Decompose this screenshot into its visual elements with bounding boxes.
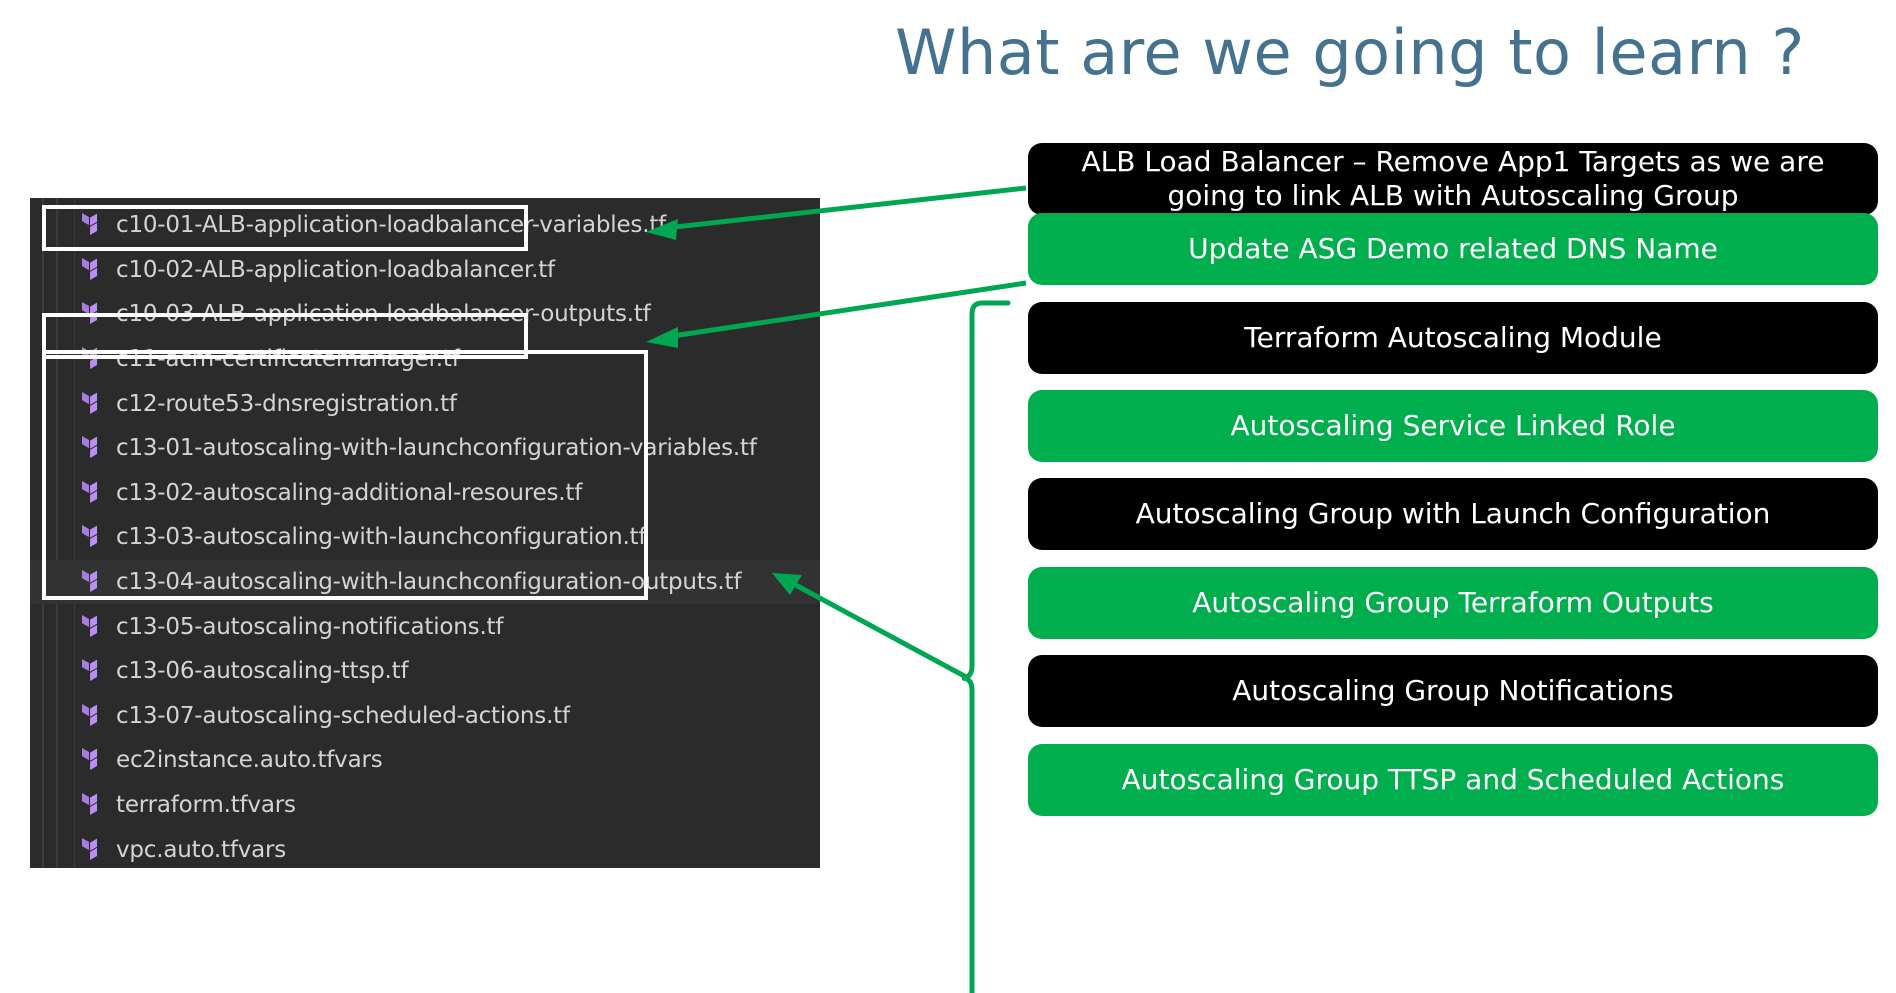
file-row[interactable]: c13-01-autoscaling-with-launchconfigurat… xyxy=(30,426,820,471)
file-row[interactable]: c13-05-autoscaling-notifications.tf xyxy=(30,604,820,649)
terraform-icon xyxy=(82,436,98,459)
terraform-icon xyxy=(82,391,98,414)
editor-gutter-scrollbar[interactable] xyxy=(56,198,58,868)
terraform-icon xyxy=(82,480,98,503)
topic-box-label: ALB Load Balancer – Remove App1 Targets … xyxy=(1081,144,1825,212)
topic-box: ALB Load Balancer – Remove App1 Targets … xyxy=(1028,143,1878,215)
terraform-icon xyxy=(82,525,98,548)
topic-box-label: Update ASG Demo related DNS Name xyxy=(1188,231,1718,265)
topic-box-label: Autoscaling Group with Launch Configurat… xyxy=(1135,496,1771,530)
terraform-icon xyxy=(82,793,98,816)
topic-box: Autoscaling Group TTSP and Scheduled Act… xyxy=(1028,744,1878,816)
terraform-icon xyxy=(82,347,98,370)
topic-box: Autoscaling Group Notifications xyxy=(1028,655,1878,727)
file-row[interactable]: ec2instance.auto.tfvars xyxy=(30,738,820,783)
file-list[interactable]: c10-01-ALB-application-loadbalancer-vari… xyxy=(30,203,820,868)
topic-box-label: Autoscaling Service Linked Role xyxy=(1230,408,1676,442)
file-name-label: terraform.tfvars xyxy=(116,792,296,819)
topic-box-label: Autoscaling Group TTSP and Scheduled Act… xyxy=(1121,762,1785,796)
file-name-label: c13-01-autoscaling-with-launchconfigurat… xyxy=(116,435,757,462)
file-name-label: c13-04-autoscaling-with-launchconfigurat… xyxy=(116,569,742,596)
file-name-label: c11-acm-certificatemanager.tf xyxy=(116,346,460,373)
topic-box-label: Terraform Autoscaling Module xyxy=(1244,320,1662,354)
file-name-label: c13-05-autoscaling-notifications.tf xyxy=(116,613,504,640)
topic-box: Autoscaling Service Linked Role xyxy=(1028,390,1878,462)
terraform-icon xyxy=(82,302,98,325)
topic-box-label: Autoscaling Group Notifications xyxy=(1232,673,1674,707)
topic-box-label: Autoscaling Group Terraform Outputs xyxy=(1192,585,1714,619)
topic-box: Update ASG Demo related DNS Name xyxy=(1028,213,1878,285)
file-row[interactable]: c13-06-autoscaling-ttsp.tf xyxy=(30,649,820,694)
file-row[interactable]: c13-04-autoscaling-with-launchconfigurat… xyxy=(30,559,820,605)
terraform-icon xyxy=(82,703,98,726)
page-title: What are we going to learn ? xyxy=(895,16,1805,89)
file-row[interactable]: c13-07-autoscaling-scheduled-actions.tf xyxy=(30,694,820,739)
topic-box: Autoscaling Group with Launch Configurat… xyxy=(1028,478,1878,550)
file-row[interactable]: c10-03-ALB-application-loadbalancer-outp… xyxy=(30,292,820,337)
file-row[interactable]: c13-02-autoscaling-additional-resoures.t… xyxy=(30,471,820,516)
file-name-label: ec2instance.auto.tfvars xyxy=(116,747,383,774)
file-name-label: c10-03-ALB-application-loadbalancer-outp… xyxy=(116,301,651,328)
file-row[interactable]: c10-02-ALB-application-loadbalancer.tf xyxy=(30,248,820,293)
terraform-icon xyxy=(82,614,98,637)
terraform-icon xyxy=(82,213,98,236)
file-name-label: c10-02-ALB-application-loadbalancer.tf xyxy=(116,256,555,283)
file-name-label: c10-01-ALB-application-loadbalancer-vari… xyxy=(116,212,667,239)
file-row[interactable]: c12-route53-dnsregistration.tf xyxy=(30,381,820,426)
file-row[interactable]: c10-01-ALB-application-loadbalancer-vari… xyxy=(30,203,820,248)
terraform-icon xyxy=(82,659,98,682)
terraform-icon xyxy=(82,748,98,771)
file-explorer-panel[interactable]: c10-01-ALB-application-loadbalancer-vari… xyxy=(30,198,820,868)
indent-guide-line xyxy=(74,198,75,868)
topic-box: Terraform Autoscaling Module xyxy=(1028,302,1878,374)
file-name-label: c12-route53-dnsregistration.tf xyxy=(116,390,457,417)
file-name-label: vpc.auto.tfvars xyxy=(116,836,287,863)
curly-brace-icon xyxy=(961,300,1011,993)
terraform-icon xyxy=(82,837,98,860)
file-name-label: c13-07-autoscaling-scheduled-actions.tf xyxy=(116,702,570,729)
file-row[interactable]: c13-03-autoscaling-with-launchconfigurat… xyxy=(30,515,820,560)
file-row[interactable]: terraform.tfvars xyxy=(30,783,820,828)
file-name-label: c13-02-autoscaling-additional-resoures.t… xyxy=(116,479,583,506)
terraform-icon xyxy=(82,570,98,593)
file-name-label: c13-06-autoscaling-ttsp.tf xyxy=(116,658,409,685)
file-row[interactable]: vpc.auto.tfvars xyxy=(30,827,820,868)
topic-box: Autoscaling Group Terraform Outputs xyxy=(1028,567,1878,639)
file-row[interactable]: c11-acm-certificatemanager.tf xyxy=(30,337,820,382)
file-name-label: c13-03-autoscaling-with-launchconfigurat… xyxy=(116,524,647,551)
terraform-icon xyxy=(82,257,98,280)
